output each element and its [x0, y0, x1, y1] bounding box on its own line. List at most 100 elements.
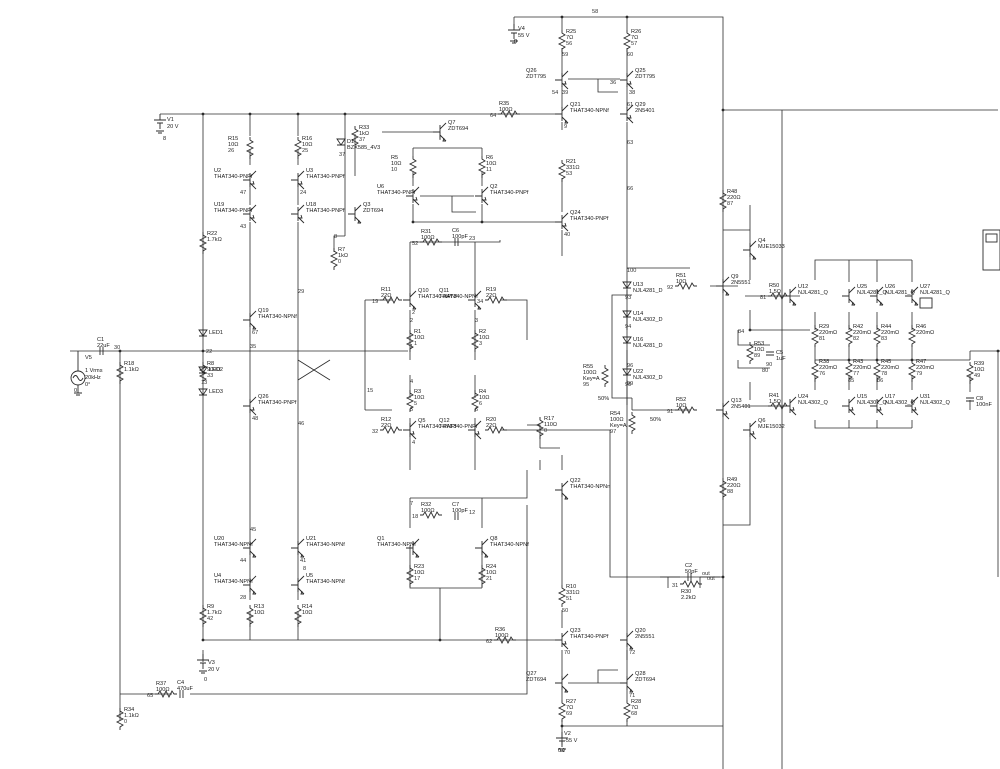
r34-symbol — [115, 708, 125, 730]
q13-ref: Q13 — [731, 398, 742, 404]
r34-ref: R34 — [124, 707, 134, 713]
r38-symbol — [810, 360, 820, 382]
d1-ref: D1 — [347, 139, 354, 145]
net-label-5: 46 — [298, 421, 304, 427]
q26-ref: Q26 — [526, 68, 537, 74]
q22-symbol — [555, 480, 569, 500]
q6-ref: Q6 — [758, 418, 765, 424]
q28-net: 71 — [629, 693, 635, 699]
c5-net: 90 — [766, 362, 772, 368]
r43-value: 220mΩ — [853, 365, 871, 371]
q7-value: ZDT694 — [448, 126, 468, 132]
q26-symbol — [555, 70, 569, 90]
q1-ref: Q1 — [377, 536, 384, 542]
r51-ref: R51 — [676, 273, 686, 279]
r51-value: 10Ω — [676, 279, 686, 285]
r52-ref: R52 — [676, 397, 686, 403]
c6-net: 23 — [469, 236, 475, 242]
u31-ref: U31 — [920, 394, 930, 400]
net-label-30: 8 — [303, 566, 306, 572]
q11-ref: Q11 — [439, 288, 449, 294]
r50-symbol — [768, 291, 790, 301]
r5-value: 10Ω — [391, 161, 401, 167]
net-label-3: 39 — [562, 90, 568, 96]
q29-ref: Q29 — [635, 102, 646, 108]
r44-value: 220mΩ — [881, 330, 899, 336]
u21-symbol — [291, 538, 305, 558]
net-label-24: 1 — [410, 344, 413, 350]
r51-symbol — [675, 281, 697, 291]
r36-value: 100Ω — [495, 633, 509, 639]
u21-value: THAT340-NPNf — [306, 542, 345, 548]
r53-ref: R53 — [754, 341, 764, 347]
r3-net: 5 — [414, 401, 417, 407]
r25-symbol — [557, 30, 567, 52]
u31-value: NJL4302_Q — [920, 400, 951, 406]
q29-symbol — [620, 104, 634, 124]
r44-net: 83 — [881, 336, 887, 342]
r35-net: 64 — [490, 113, 496, 119]
r22-ref: R22 — [207, 231, 217, 237]
q23-symbol — [555, 630, 569, 650]
c6-value: 100pF — [452, 234, 468, 240]
u14-symbol — [622, 310, 632, 318]
q12-symbol — [468, 420, 482, 440]
q24-symbol — [555, 212, 569, 232]
r3-ref: R3 — [414, 389, 421, 395]
r17-ref: R17 — [544, 416, 554, 422]
r46-ref: R46 — [916, 324, 926, 330]
net-label-2: 36 — [610, 80, 616, 86]
r38-value: 220mΩ — [819, 365, 837, 371]
r38-ref: R38 — [819, 359, 829, 365]
u15-ref: U15 — [857, 394, 867, 400]
r48-ref: R48 — [727, 189, 737, 195]
net-label-29: 6 — [475, 407, 478, 413]
q7-symbol — [433, 122, 447, 142]
net-label-28: 5 — [410, 407, 413, 413]
q2-value: THAT340-PNPf — [490, 190, 529, 196]
r54-value: 100Ω — [610, 417, 624, 423]
q2-ref: Q2 — [490, 184, 497, 190]
wires — [70, 16, 1000, 769]
r12-value: 22Ω — [381, 423, 391, 429]
q9-value: 2N5551 — [731, 280, 751, 286]
r8-value: 900Ω — [207, 367, 221, 373]
r35-symbol — [498, 109, 520, 119]
r18-value: 1.1kΩ — [124, 367, 139, 373]
q10-symbol — [403, 290, 417, 310]
r30-symbol — [680, 579, 702, 589]
q27-symbol — [555, 673, 569, 693]
c7-value: 100pF — [452, 508, 468, 514]
r32-net: 18 — [412, 514, 418, 520]
q23-value: THAT340-PNPf — [570, 634, 609, 640]
q21-ref: Q21 — [570, 102, 581, 108]
net-label-18: 86 — [877, 378, 883, 384]
r54-symbol — [627, 412, 637, 434]
r32-ref: R32 — [421, 502, 431, 508]
u26-ref: U26 — [885, 284, 895, 290]
r6-net: 11 — [486, 167, 492, 173]
r3-value: 10Ω — [414, 395, 424, 401]
q10-ref: Q10 — [418, 288, 429, 294]
r1-ref: R1 — [414, 329, 421, 335]
r12-net: 32 — [372, 429, 378, 435]
u24-symbol — [783, 396, 797, 416]
r9-value: 1.7kΩ — [207, 610, 222, 616]
q29-value: 2N5401 — [635, 108, 655, 114]
v4-ref: V4 — [518, 26, 525, 32]
r25-value: 7Ω — [566, 35, 573, 41]
r28-net: 68 — [631, 711, 637, 717]
r11-value: 22Ω — [381, 293, 391, 299]
r45-value: 220mΩ — [881, 365, 899, 371]
r43-symbol — [844, 360, 854, 382]
r42-net: 82 — [853, 336, 859, 342]
r55-net: 95 — [583, 382, 589, 388]
q3-value: ZDT694 — [363, 208, 383, 214]
r26-value: 7Ω — [631, 35, 638, 41]
r49-ref: R49 — [727, 477, 737, 483]
u4-ref: U4 — [214, 573, 221, 579]
v2-symbol — [556, 732, 568, 752]
r27-ref: R27 — [566, 699, 576, 705]
u12-ref: U12 — [798, 284, 808, 290]
